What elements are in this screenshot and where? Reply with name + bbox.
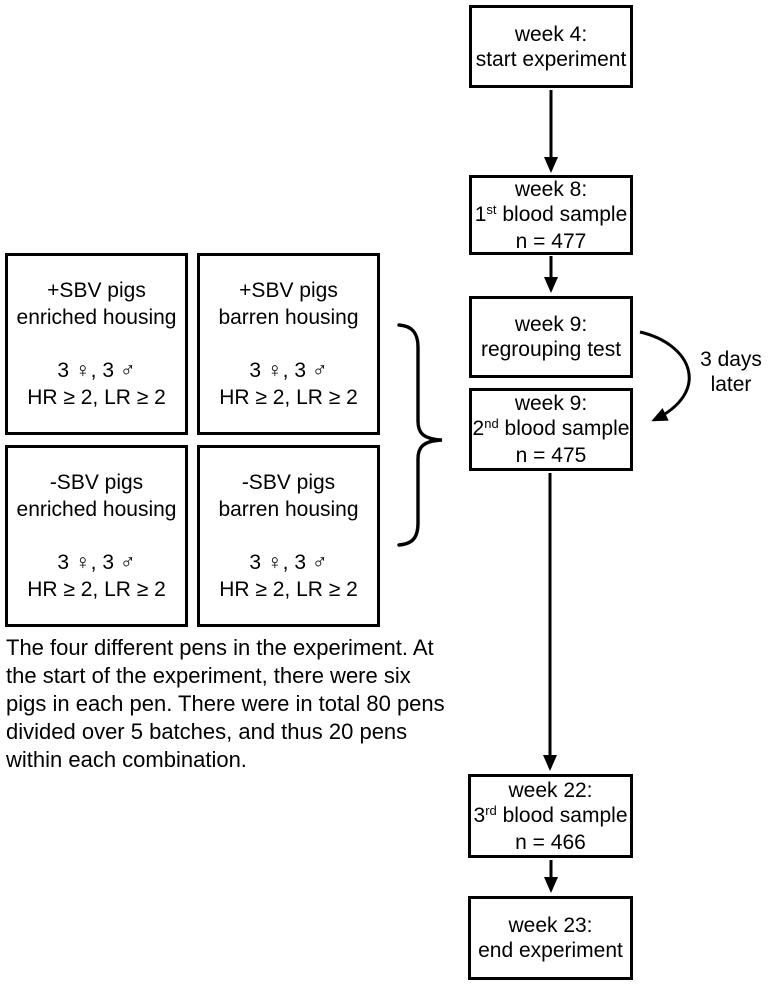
sample-ordinal: nd xyxy=(484,416,499,431)
delay-annotation: 3 days later xyxy=(692,347,768,397)
flow-box-n-value: n = 466 xyxy=(515,830,586,854)
pen-box-plus-sbv-enriched: +SBV pigs enriched housing 3 ♀, 3 ♂ HR ≥… xyxy=(5,253,188,435)
pen-housing-label: barren housing xyxy=(218,306,359,329)
pen-criteria: HR ≥ 2, LR ≥ 2 xyxy=(219,578,358,601)
pen-box-plus-sbv-barren: +SBV pigs barren housing 3 ♀, 3 ♂ HR ≥ 2… xyxy=(197,253,380,435)
flow-box-sample-line: 1st blood sample xyxy=(475,202,628,229)
flow-box-subtitle: end experiment xyxy=(478,939,623,962)
caption-line: The four different pens in the experimen… xyxy=(6,635,434,660)
pen-group-label: -SBV pigs xyxy=(241,471,336,494)
pen-criteria: HR ≥ 2, LR ≥ 2 xyxy=(27,578,166,601)
pen-box-minus-sbv-barren: -SBV pigs barren housing 3 ♀, 3 ♂ HR ≥ 2… xyxy=(197,445,380,627)
flow-box-title: week 9: xyxy=(514,313,588,336)
sample-number: 1 xyxy=(474,202,487,226)
flow-box-subtitle: regrouping test xyxy=(480,338,622,361)
pen-composition: 3 ♀, 3 ♂ xyxy=(57,359,136,382)
grouping-brace xyxy=(397,323,443,547)
flow-box-week22-sample3: week 22: 3rd blood sample n = 466 xyxy=(468,774,633,858)
flow-box-title: week 22: xyxy=(508,778,593,802)
caption-line: within each combination. xyxy=(6,747,247,772)
caption-line: the start of the experiment, there were … xyxy=(6,663,411,688)
pen-composition: 3 ♀, 3 ♂ xyxy=(249,551,328,574)
flow-box-week8-sample1: week 8: 1st blood sample n = 477 xyxy=(469,175,633,255)
caption-line: pigs in each pen. There were in total 80… xyxy=(6,691,445,716)
pen-group-label: -SBV pigs xyxy=(49,471,144,494)
pen-housing-label: barren housing xyxy=(218,498,359,521)
sample-ordinal: st xyxy=(486,201,497,217)
pens-caption: The four different pens in the experimen… xyxy=(6,634,445,774)
pen-composition: 3 ♀, 3 ♂ xyxy=(249,359,328,382)
pen-housing-label: enriched housing xyxy=(16,498,177,521)
flow-box-week23-end: week 23: end experiment xyxy=(468,896,633,980)
flow-box-week4-start: week 4: start experiment xyxy=(469,5,633,88)
pen-criteria: HR ≥ 2, LR ≥ 2 xyxy=(27,386,166,409)
delay-annotation-line: later xyxy=(710,373,752,396)
sample-number: 2 xyxy=(472,417,485,440)
caption-line: divided over 5 batches, and thus 20 pens xyxy=(6,719,408,744)
flow-box-title: week 23: xyxy=(508,914,593,937)
pen-composition: 3 ♀, 3 ♂ xyxy=(57,551,136,574)
flow-box-subtitle: start experiment xyxy=(475,47,627,71)
curved-arrow-3-days-later xyxy=(639,330,691,422)
pen-housing-label: enriched housing xyxy=(16,306,177,329)
flow-box-title: week 9: xyxy=(514,392,588,415)
flow-box-n-value: n = 475 xyxy=(515,444,587,467)
flow-box-title: week 8: xyxy=(514,177,588,201)
flow-box-week9-regrouping: week 9: regrouping test xyxy=(469,296,633,378)
sample-number: 3 xyxy=(473,803,486,827)
pen-group-label: +SBV pigs xyxy=(239,279,338,302)
pen-group-label: +SBV pigs xyxy=(47,279,146,302)
delay-annotation-line: 3 days xyxy=(700,348,762,371)
sample-ordinal: rd xyxy=(485,802,497,818)
sample-text: blood sample xyxy=(496,202,628,226)
flow-box-title: week 4: xyxy=(514,22,588,46)
flow-box-sample-line: 2nd blood sample xyxy=(473,416,630,443)
sample-text: blood sample xyxy=(496,803,628,827)
flow-box-week9-sample2: week 9: 2nd blood sample n = 475 xyxy=(469,388,633,471)
flow-box-n-value: n = 477 xyxy=(515,229,587,253)
flow-box-sample-line: 3rd blood sample xyxy=(474,803,628,830)
pen-box-minus-sbv-enriched: -SBV pigs enriched housing 3 ♀, 3 ♂ HR ≥… xyxy=(5,445,188,627)
pen-criteria: HR ≥ 2, LR ≥ 2 xyxy=(219,386,358,409)
sample-text: blood sample xyxy=(498,417,630,440)
